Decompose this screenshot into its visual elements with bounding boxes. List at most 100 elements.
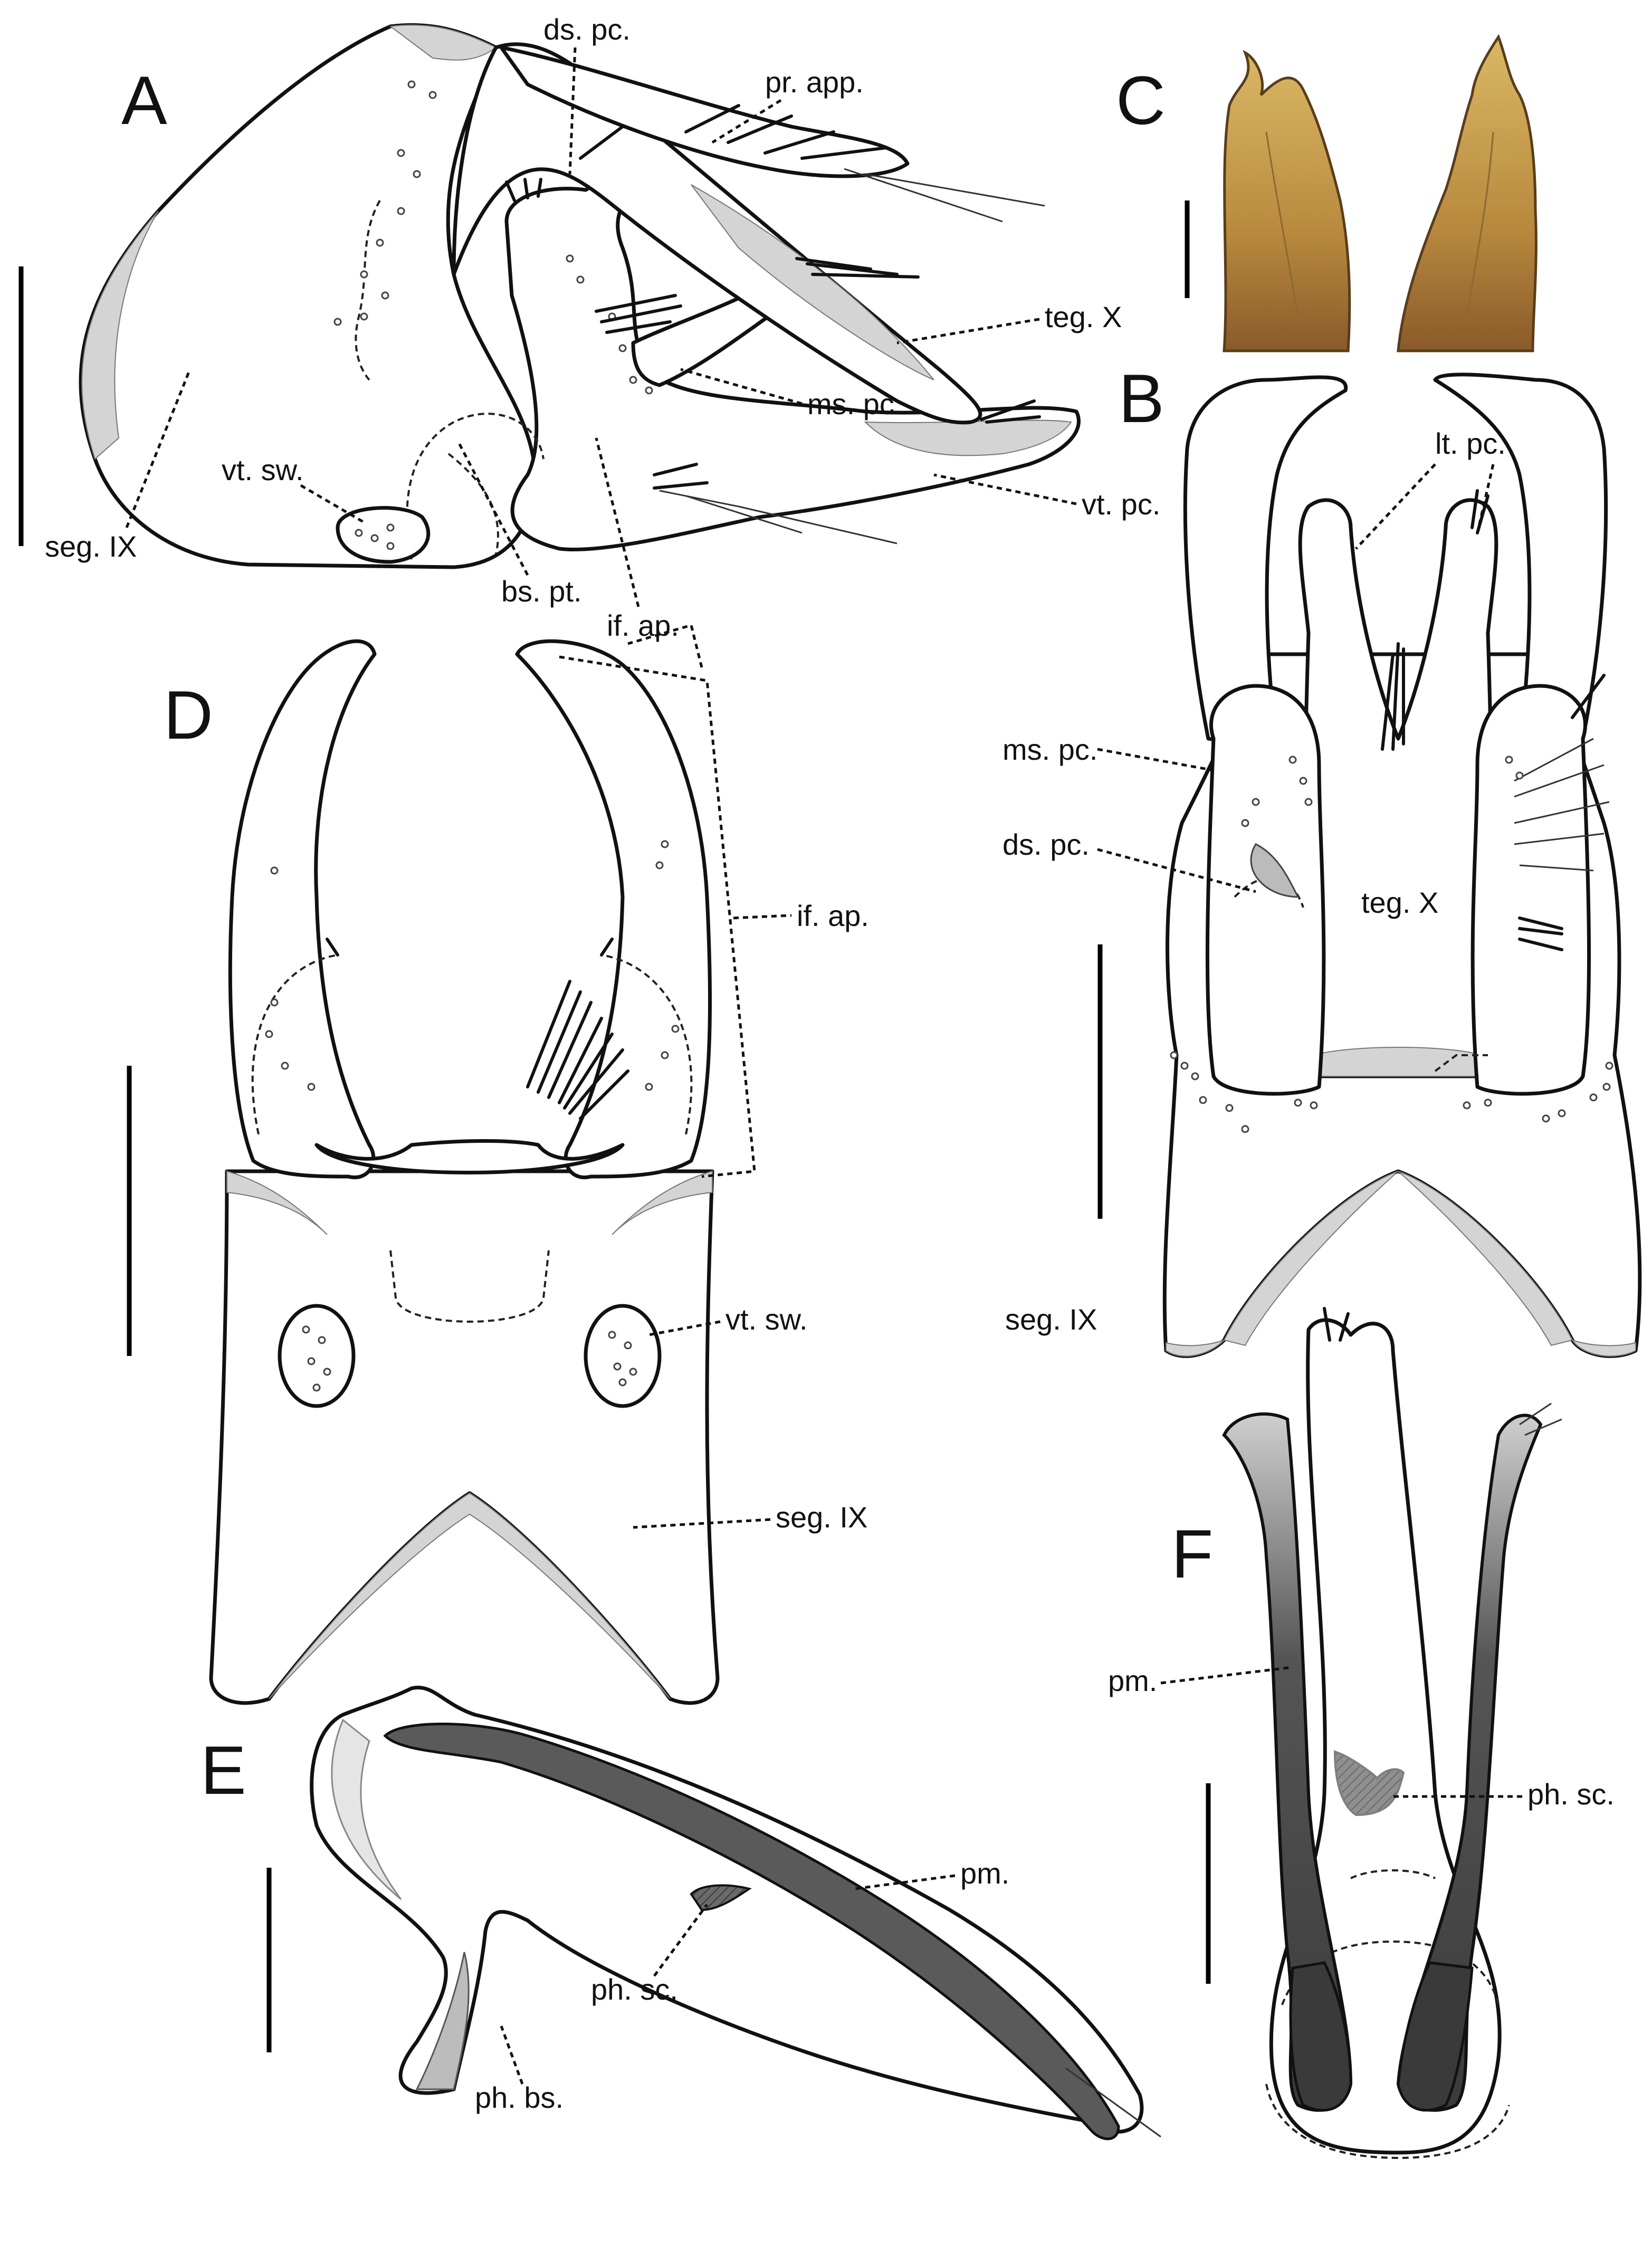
panel-e-pm: [383, 1723, 1120, 2140]
panel-d-label-if-ap: if. ap.: [797, 899, 869, 932]
panel-a-label-if-ap: if. ap.: [607, 609, 679, 642]
panel-e-letter: E: [200, 1732, 246, 1809]
panel-a-setae: [505, 104, 1045, 544]
panel-b-letter: B: [1119, 360, 1164, 437]
panel-b-leader-lt-pc-right: [1476, 464, 1495, 533]
panel-f: F pm. ph. sc.: [1108, 1307, 1615, 2159]
panel-a-tergum-x-sclerite: [691, 184, 934, 380]
panel-a-leader-if-ap: [595, 437, 640, 607]
panel-d: D if. ap.: [127, 623, 869, 1705]
panel-d-apodeme: [269, 1492, 671, 1699]
panel-d-leader-if-ap-bracket: [559, 655, 756, 1178]
panel-d-pores: [265, 840, 680, 1091]
panel-e-label-ph-sc: ph. sc.: [591, 1973, 678, 2006]
panel-d-ventral-swelling-right: [584, 1304, 662, 1408]
panel-c-photo-right: [1397, 34, 1538, 352]
panel-a-label-bs-pt: bs. pt.: [501, 575, 582, 608]
panel-b-margin-right: [1571, 1339, 1636, 1357]
panel-d-leader-if-ap: [733, 914, 792, 920]
panel-b-label-ds-pc: ds. pc.: [1002, 828, 1090, 861]
panel-f-dash-2: [1350, 1869, 1436, 1879]
panel-b-ds-pc-sclerite: [1250, 843, 1300, 898]
panel-b-pores: [1170, 756, 1613, 1133]
panel-f-paramere-left-base: [1289, 1961, 1352, 2112]
panel-d-shoulder-right: [612, 1170, 713, 1235]
panel-a-label-ds-pc: ds. pc.: [543, 13, 631, 46]
panel-b-leader-ds-pc: [1097, 848, 1256, 893]
panel-f-ph-sc: [1333, 1750, 1405, 1817]
panel-a-leader-bs-pt: [457, 442, 529, 576]
panel-b-tergum-x-base: [1313, 1047, 1483, 1077]
panel-f-label-pm: pm.: [1108, 1664, 1157, 1697]
panel-b-inferior-appendage-left: [1183, 375, 1348, 751]
panel-d-segment-ix: [209, 1169, 720, 1705]
panel-e-shading: [331, 1718, 402, 1900]
panel-b: B: [1002, 360, 1642, 1358]
panel-c-left-texture: [1265, 131, 1299, 317]
panel-d-median-dash: [389, 1250, 550, 1323]
panel-e-phallobase: [415, 1952, 470, 2090]
panel-b-lobe-right: [1470, 684, 1591, 1096]
panel-f-dash-1: [1281, 1940, 1500, 2005]
panel-e-phallus: [310, 1686, 1144, 2134]
panel-b-label-ms-pc: ms. pc.: [1002, 733, 1097, 766]
panel-a-label-ms-pc: ms. pc.: [807, 387, 902, 420]
panel-d-ventral-swelling-left: [278, 1304, 356, 1408]
panel-b-setae: [1381, 489, 1610, 951]
panel-d-inferior-appendage-left: [228, 639, 377, 1179]
panel-e-ph-sc: [690, 1884, 752, 1912]
panel-f-leader-pm: [1160, 1666, 1293, 1685]
panel-b-apodeme-right: [1398, 1171, 1573, 1346]
panel-b-label-lt-pc: lt. pc.: [1435, 427, 1506, 460]
panel-c-photo-left: [1223, 50, 1351, 352]
panel-b-inferior-appendage-right: [1433, 372, 1608, 751]
panel-a-label-seg-ix: seg. IX: [45, 530, 137, 563]
panel-d-lobe-dash-left: [251, 954, 338, 1135]
panel-f-letter: F: [1171, 1515, 1213, 1592]
panel-d-letter: D: [164, 676, 213, 753]
panel-a-leader-teg-x: [896, 318, 1040, 345]
panel-a-leader-pr-app: [711, 99, 782, 144]
panel-a-inferior-appendage: [504, 167, 1081, 552]
panel-f-dash-3: [1265, 2084, 1510, 2159]
panel-d-leader-vt-sw: [648, 1320, 721, 1336]
panel-a-label-teg-x: teg. X: [1045, 300, 1122, 333]
panel-a-leader-vt-pc: [933, 473, 1077, 505]
panel-a-label-pr-app: pr. app.: [765, 65, 864, 99]
panel-e-leader-ph-bs: [500, 2025, 524, 2085]
panel-f-label-ph-sc: ph. sc.: [1527, 1777, 1615, 1811]
panel-b-leader-ms-pc: [1097, 748, 1214, 772]
panel-d-shoulder-left: [226, 1170, 328, 1235]
panel-b-tergum-x: [1298, 498, 1498, 1078]
panel-d-label-vt-sw: vt. sw.: [725, 1303, 808, 1336]
panel-a-leader-ds-pc: [568, 47, 577, 175]
panel-a: A: [18, 13, 1160, 642]
panel-a-internal-outline: [355, 200, 381, 381]
panel-e-label-pm: pm.: [960, 1857, 1009, 1890]
panel-a-segment-ix-margin: [81, 211, 159, 460]
panel-a-pores: [333, 80, 653, 550]
panel-d-vt-sw-pores: [302, 1325, 637, 1392]
panel-d-setae: [326, 938, 629, 1120]
panel-d-leader-seg-ix: [633, 1518, 771, 1529]
panel-a-basal-plate-inner: [447, 453, 499, 555]
panel-a-leader-vt-sw: [300, 484, 365, 524]
panel-e-label-ph-bs: ph. bs.: [475, 2081, 564, 2114]
panel-c-letter: C: [1116, 62, 1166, 139]
panel-a-leader-if-ap-top: [627, 623, 703, 668]
panel-e-apical-seta: [1065, 2067, 1161, 2138]
panel-b-margin-left: [1166, 1340, 1225, 1357]
panel-a-preanal-appendage: [499, 45, 910, 178]
panel-a-leader-ms-pc: [680, 368, 803, 405]
panel-b-label-teg-x: teg. X: [1361, 886, 1438, 919]
panel-a-letter: A: [121, 62, 167, 139]
panel-d-inferior-appendage-right: [515, 639, 712, 1179]
panel-b-label-seg-ix: seg. IX: [1005, 1303, 1097, 1336]
panel-a-label-vt-pc: vt. pc.: [1082, 488, 1160, 521]
panel-b-lobe-left: [1205, 684, 1326, 1096]
panel-d-label-seg-ix: seg. IX: [776, 1501, 867, 1534]
panel-b-base-dash: [1434, 1054, 1488, 1072]
panel-d-inner-plate: [314, 1139, 625, 1174]
panel-f-paramere-right-base: [1397, 1961, 1474, 2112]
